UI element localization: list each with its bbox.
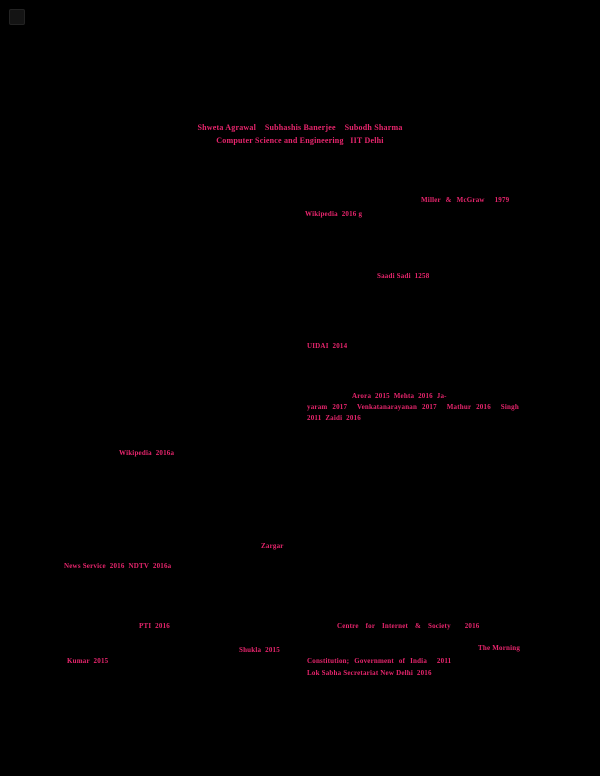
citation-wikipedia-g-link[interactable]: Wikipedia 2016 g	[305, 210, 363, 218]
citation-news-ndtv-link[interactable]: News Service 2016 NDTV 2016a	[64, 562, 172, 570]
citation-shukla-link[interactable]: Shukla 2015	[239, 646, 280, 654]
citation-wikipedia-a-link[interactable]: Wikipedia 2016a	[119, 449, 175, 457]
citation-cluster-line-1[interactable]: Arora 2015 Mehta 2016 Ja-	[352, 392, 447, 400]
citation-pti-link[interactable]: PTI 2016	[139, 622, 170, 630]
citation-cis-link[interactable]: Centre for Internet & Society 2016	[337, 622, 480, 630]
citation-uidai-link[interactable]: UIDAI 2014	[307, 342, 348, 350]
citation-the-morning-link[interactable]: The Morning	[478, 644, 521, 652]
citation-cluster-line-2[interactable]: yaram 2017 Venkatanarayanan 2017 Mathur …	[307, 403, 519, 411]
corner-mark-icon	[9, 9, 25, 25]
citation-lok-sabha-link[interactable]: Lok Sabha Secretariat New Delhi 2016	[307, 669, 432, 677]
authors-line: Shweta Agrawal Subhashis Banerjee Subodh…	[197, 123, 403, 132]
citation-cluster-line-3[interactable]: 2011 Zaidi 2016	[307, 414, 361, 422]
citation-saadi-link[interactable]: Saadi Sadi 1258	[377, 272, 430, 280]
citation-kumar-link[interactable]: Kumar 2015	[67, 657, 109, 665]
citation-goi-link[interactable]: Constitution; Government of India 2011	[307, 657, 452, 665]
citation-zargar-link[interactable]: Zargar	[261, 542, 284, 550]
citation-miller-link[interactable]: Miller & McGraw 1979	[421, 196, 510, 204]
affiliation-line: Computer Science and Engineering IIT Del…	[216, 136, 384, 145]
